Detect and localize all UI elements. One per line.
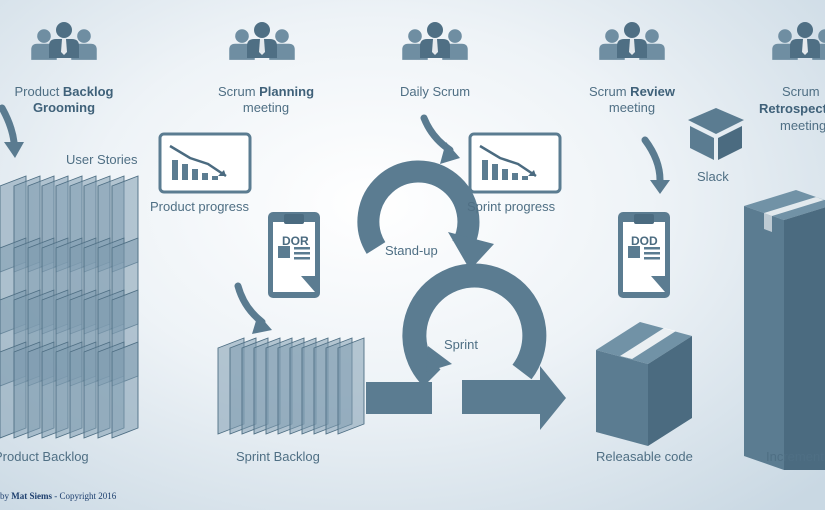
event-prefix: Scrum — [217, 84, 260, 99]
event-prefix: Scrum — [589, 84, 631, 99]
event-prefix: Scrum — [782, 84, 820, 99]
credit-suffix: - Copyright 2016 — [52, 491, 117, 501]
team-icon — [772, 22, 825, 60]
curved-arrow-icon — [641, 136, 664, 184]
event-label-retro: Scrum — [782, 84, 820, 100]
team-icon — [31, 22, 97, 60]
credit-prefix: by — [0, 491, 12, 501]
sprint-loop-icon — [357, 160, 547, 387]
event-prefix: Daily Scrum — [399, 84, 471, 99]
event-label-retro-line2: meeting — [780, 118, 825, 134]
credit-author: Mat Siems — [11, 491, 52, 501]
sprint-backlog-label: Sprint Backlog — [236, 449, 320, 464]
clipboard-icon — [618, 212, 670, 298]
copyright-credit: by Mat Siems - Copyright 2016 — [0, 491, 116, 501]
team-icon — [229, 22, 295, 60]
event-line2: Grooming — [32, 100, 96, 115]
event-label-backlog-grooming: Product Backlog Grooming — [15, 84, 114, 116]
event-bold: Backlog — [62, 84, 114, 99]
team-icon — [599, 22, 665, 60]
event-prefix: Product — [14, 84, 63, 99]
stand-up-label: Stand-up — [385, 243, 438, 258]
clipboard-icon — [268, 212, 320, 298]
dod-label: DOD — [631, 234, 658, 248]
event-label-planning: Scrum Planning meeting — [218, 84, 314, 116]
event-line2: meeting — [242, 100, 290, 115]
product-progress-label: Product progress — [150, 199, 249, 214]
pillar-box-icon — [744, 190, 825, 470]
backlog-stack-icon — [217, 337, 365, 435]
user-stories-label: User Stories — [66, 152, 138, 167]
dor-label: DOR — [282, 234, 309, 248]
event-label-retro-bold: Retrospective — [759, 101, 825, 117]
box-icon — [596, 322, 692, 446]
sprint-progress-label: Sprint progress — [467, 199, 556, 214]
event-label-review: Scrum Review meeting — [589, 84, 675, 116]
event-bold: Review — [630, 84, 675, 99]
increment-label: Increment — [766, 449, 824, 464]
open-box-icon — [688, 108, 744, 160]
backlog-stack-icon — [0, 175, 139, 439]
team-icon — [402, 22, 468, 60]
event-label-daily: Daily Scrum — [400, 84, 470, 100]
chart-icon — [468, 132, 562, 194]
slack-label: Slack — [697, 169, 729, 184]
event-line2: meeting — [608, 100, 656, 115]
event-line2: meeting — [780, 118, 825, 133]
event-bold: Retrospective — [759, 101, 825, 116]
sprint-label: Sprint — [444, 337, 478, 352]
product-backlog-label: Product Backlog — [0, 449, 89, 464]
curved-arrow-icon — [0, 104, 18, 146]
event-bold: Planning — [259, 84, 315, 99]
chart-icon — [158, 132, 252, 194]
releasable-code-label: Releasable code — [596, 449, 693, 464]
